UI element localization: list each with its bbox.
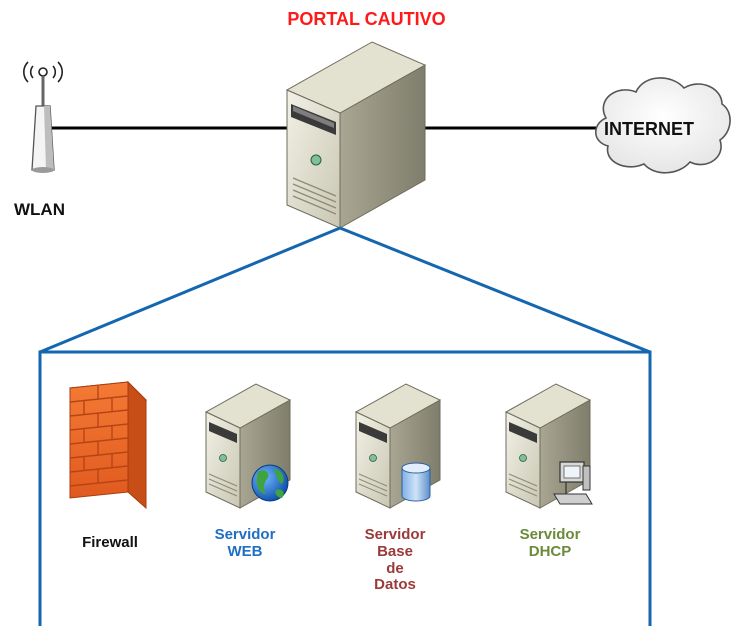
server-icon (285, 41, 427, 229)
server-icon (504, 383, 592, 509)
dhcp-server-label-line: Servidor (519, 526, 581, 543)
wlan-label: WLAN (14, 200, 65, 219)
firewall-label-line: Firewall (82, 534, 138, 551)
dhcp-server-label-line: DHCP (528, 542, 572, 560)
database-server-label: Servidor Base de Datos (345, 526, 445, 594)
firewall-icon (68, 380, 148, 510)
internet-label: INTERNET (604, 119, 694, 139)
database-icon (401, 462, 431, 502)
cloud-icon (594, 77, 731, 174)
database-server-label-line: Servidor (364, 526, 426, 543)
antenna-icon (23, 61, 63, 173)
web-server-label-line: WEB (227, 542, 263, 560)
database-server-label-line: de (386, 559, 404, 577)
database-server-label-line: Datos (374, 576, 416, 594)
server-icon (204, 383, 292, 509)
dhcp-server-label: Servidor DHCP (495, 526, 605, 561)
page-title: PORTAL CAUTIVO (287, 9, 446, 29)
web-server-label: Servidor WEB (195, 526, 295, 561)
web-server-label-line: Servidor (214, 526, 276, 543)
computer-icon (553, 461, 593, 505)
globe-icon (251, 464, 289, 502)
firewall-label: Firewall (60, 534, 160, 552)
callout-connector (38, 226, 652, 626)
database-server-label-line: Base (377, 542, 413, 560)
